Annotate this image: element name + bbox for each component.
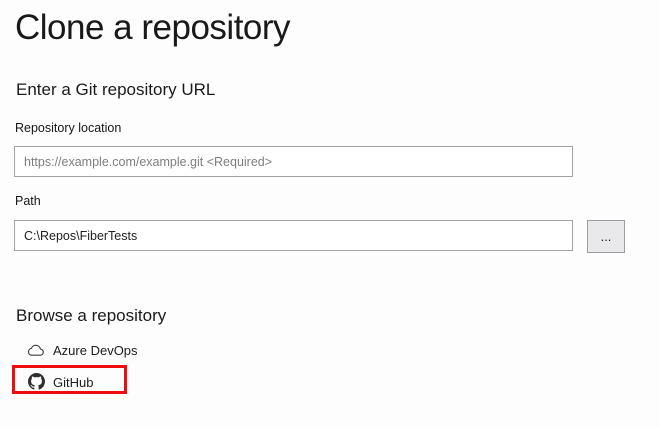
cloud-icon — [27, 344, 44, 356]
provider-label-azure-devops: Azure DevOps — [53, 343, 138, 358]
repository-location-label: Repository location — [15, 121, 122, 135]
provider-item-github[interactable]: GitHub — [0, 372, 240, 394]
section-heading-browse: Browse a repository — [16, 306, 167, 325]
path-input[interactable] — [14, 220, 573, 251]
path-label: Path — [15, 194, 41, 208]
repository-location-input[interactable] — [14, 146, 573, 177]
browse-path-button[interactable]: ... — [587, 220, 625, 253]
provider-label-github: GitHub — [53, 375, 94, 390]
github-icon — [28, 373, 45, 390]
section-heading-git-url: Enter a Git repository URL — [16, 80, 216, 99]
page-title: Clone a repository — [15, 8, 291, 47]
provider-item-azure-devops[interactable]: Azure DevOps — [0, 340, 240, 362]
